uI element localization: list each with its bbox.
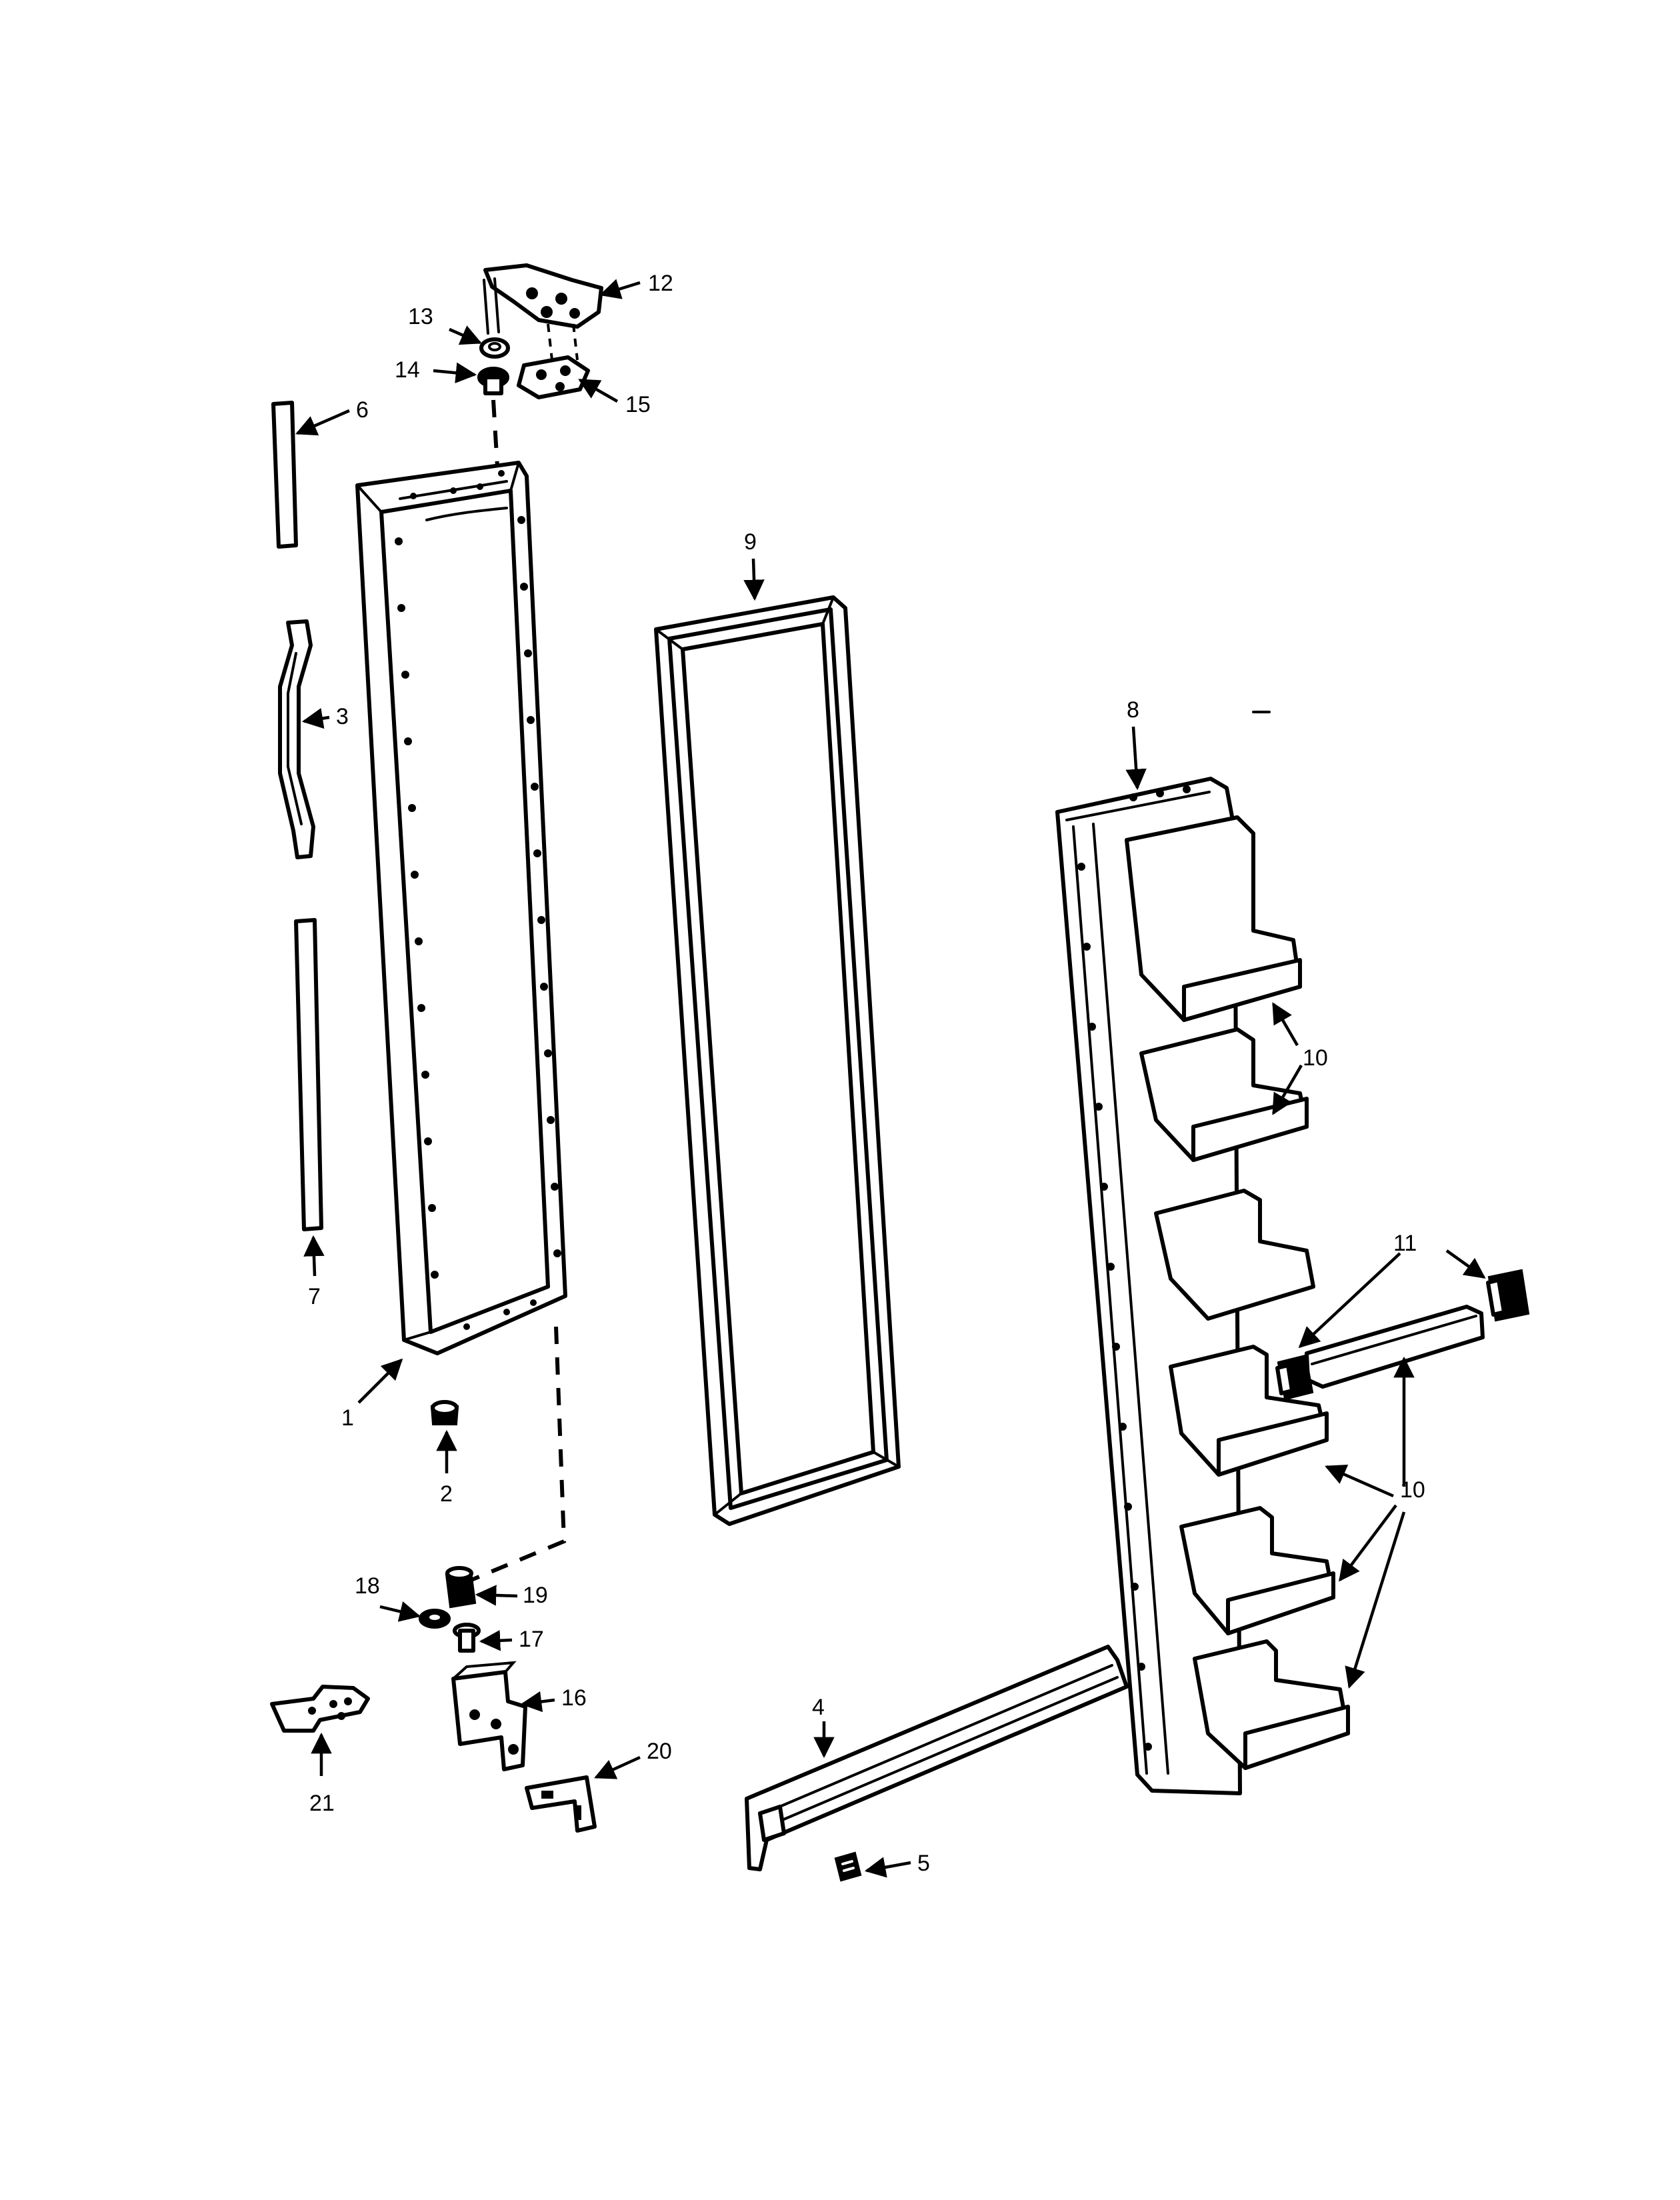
trim-strip-part-6 [271,401,298,549]
callout-2: 2 [440,1481,453,1507]
liner-screw-holes [1077,785,1191,1751]
callout-3: 3 [336,704,349,729]
hinge-pin-part-17 [453,1623,481,1653]
door-panel-part-1 [355,461,567,1355]
hinge-bushing-part-14 [477,367,509,395]
callout-10-lower: 10 [1400,1477,1425,1503]
bracket-part-20 [525,1775,597,1833]
callout-5: 5 [917,1851,930,1876]
hinge-axis-line [491,399,499,467]
callout-8: 8 [1127,697,1139,723]
shelf-rail-part-11 [1275,1269,1530,1401]
clip-part-5 [834,1851,862,1882]
callout-12: 12 [648,271,673,296]
callout-20: 20 [647,1739,672,1764]
callout-19: 19 [523,1583,548,1608]
callout-13: 13 [408,304,433,329]
leader-lines [295,279,1486,1878]
callout-16: 16 [561,1685,587,1711]
door-handle-part-3 [278,619,315,859]
door-liner-part-8 [1055,777,1350,1795]
callout-10-upper: 10 [1303,1045,1328,1071]
washer-part-18 [419,1609,451,1629]
liner-shelves [1125,815,1350,1770]
callout-11: 11 [1393,1231,1417,1256]
top-hinge-part-12 [483,263,603,361]
callout-6: 6 [356,397,369,423]
door-gasket-part-9 [654,595,901,1526]
callout-15: 15 [625,392,651,417]
callout-21: 21 [309,1791,335,1816]
bottom-hinge-axis-line [467,1326,567,1583]
callout-17: 17 [519,1627,544,1652]
hinge-shim-part-15 [517,355,590,399]
callout-14: 14 [395,357,420,383]
callout-labels: 12 13 14 15 6 3 7 1 2 9 8 10 11 10 19 18… [308,271,1425,1876]
door-bar-part-4 [745,1645,1129,1871]
bottom-bushing-part-19 [445,1566,477,1609]
callout-18: 18 [355,1573,380,1599]
callout-1: 1 [341,1405,354,1431]
washer-part-13 [479,337,510,359]
trim-strip-part-7 [294,918,323,1231]
door-stop-part-2 [430,1400,459,1425]
callout-7: 7 [308,1284,321,1309]
shim-part-21 [270,1685,370,1733]
bottom-hinge-part-16 [451,1661,527,1771]
callout-4: 4 [812,1695,825,1720]
door-screw-holes [395,470,561,1330]
callout-9: 9 [744,529,757,555]
